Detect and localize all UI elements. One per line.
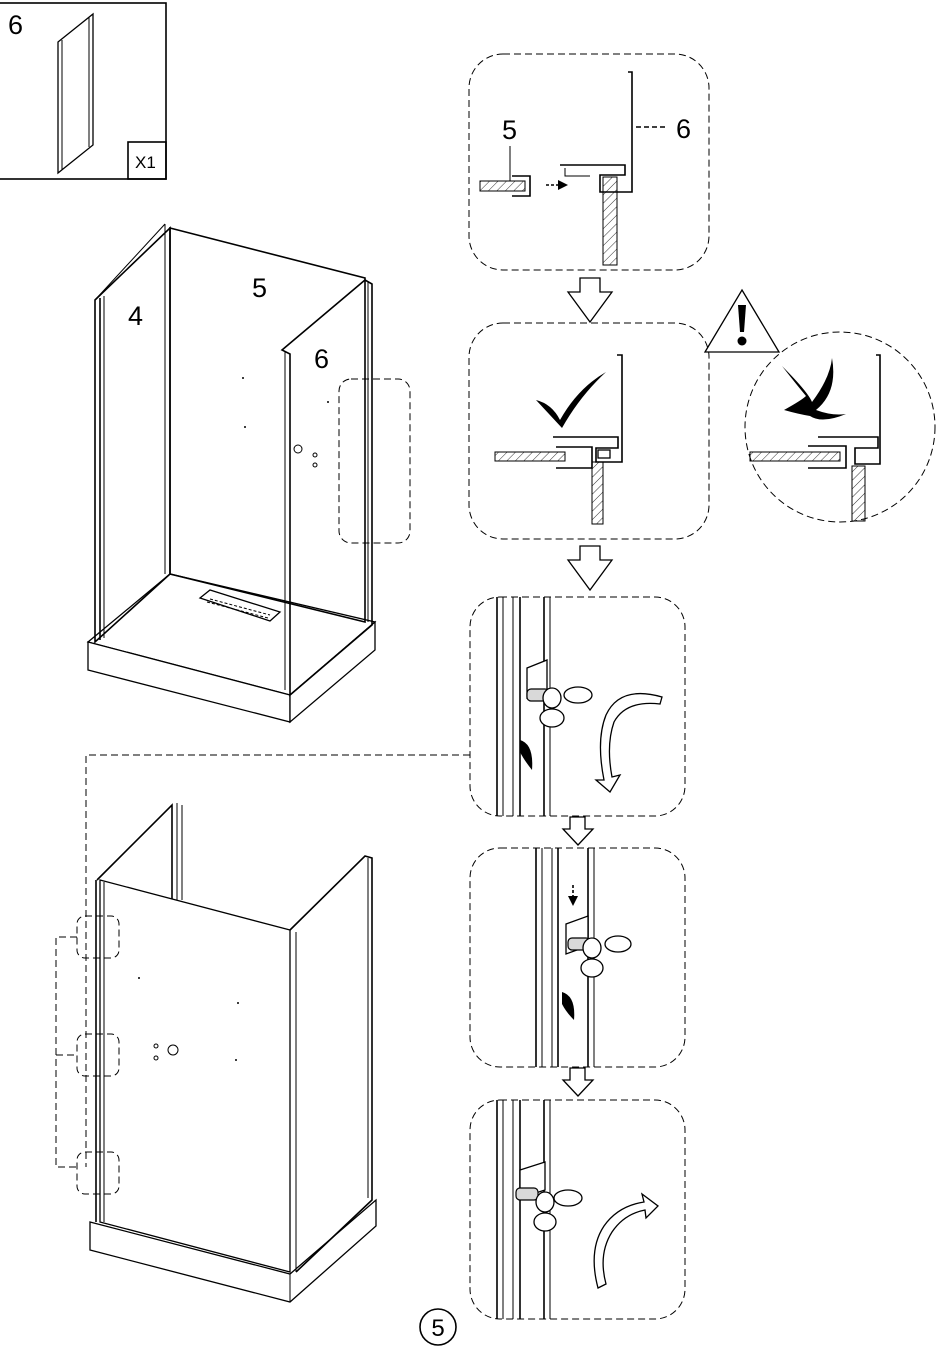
profile-label-5: 5 xyxy=(502,115,517,145)
detail-profile-insertion: 6 5 xyxy=(469,54,709,270)
wing-nut xyxy=(527,687,592,727)
warning-triangle-icon xyxy=(705,290,779,352)
rotate-counterclockwise-arrow-icon xyxy=(596,694,662,792)
detail-slide-down xyxy=(470,848,685,1067)
down-arrow-icon xyxy=(568,278,612,322)
wing-nut xyxy=(516,1188,582,1231)
left-panel xyxy=(95,228,170,642)
detail-callout-region xyxy=(339,379,410,543)
part-box: 6 X1 xyxy=(0,3,166,179)
detail-wrong-fit xyxy=(745,332,935,522)
wing-nut xyxy=(568,936,631,977)
push-arrow-icon xyxy=(558,180,568,190)
enclosure-closed-view xyxy=(56,803,376,1302)
detail-tighten-wing-nut xyxy=(470,1100,685,1319)
panel-label-4: 4 xyxy=(128,301,143,331)
panel-label-6: 6 xyxy=(314,344,329,374)
front-panel xyxy=(100,880,290,1272)
detail-loosen-wing-nut xyxy=(470,597,685,816)
page-number-badge: 5 xyxy=(420,1309,456,1345)
rotate-clockwise-arrow-icon xyxy=(594,1194,658,1288)
profile-label-6: 6 xyxy=(676,114,691,144)
down-arrow-icon xyxy=(568,546,612,590)
part-number-label: 6 xyxy=(8,10,23,40)
down-arrow-icon xyxy=(563,817,593,845)
down-arrow-icon xyxy=(563,1068,593,1096)
detail-correct-fit xyxy=(469,323,709,539)
check-mark-icon xyxy=(536,372,606,428)
quantity-label: X1 xyxy=(135,153,156,172)
page-number: 5 xyxy=(431,1315,444,1342)
cross-mark-icon xyxy=(782,358,846,420)
slide-down-arrow-icon xyxy=(568,896,578,906)
panel-part-illustration xyxy=(58,14,93,173)
back-panel xyxy=(170,228,365,622)
panel-label-5: 5 xyxy=(252,273,267,303)
enclosure-three-panels: 4 5 6 xyxy=(88,224,410,722)
